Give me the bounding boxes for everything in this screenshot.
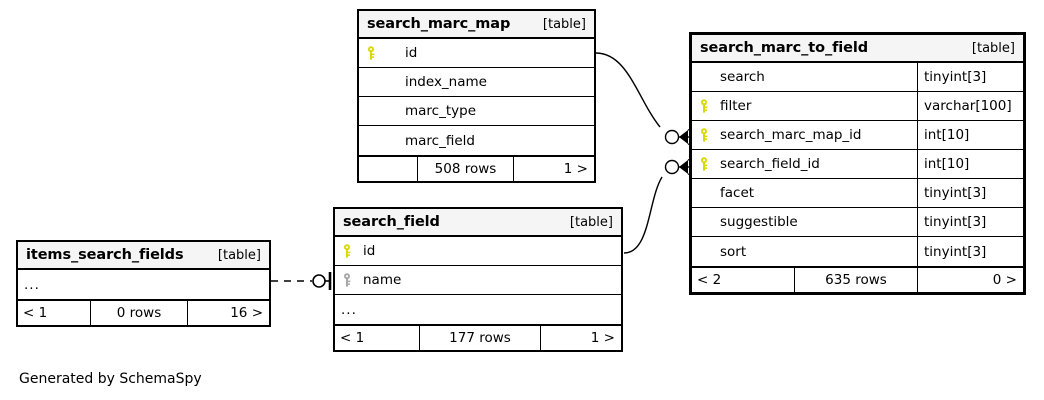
column-type: varchar[100] — [917, 92, 1023, 120]
column-row-marc-type[interactable]: marc_type — [359, 97, 594, 126]
column-type: int[10] — [917, 121, 1023, 149]
primary-key-icon — [692, 157, 718, 171]
table-type-tag: [table] — [569, 214, 613, 230]
column-row-filter[interactable]: filter varchar[100] — [692, 92, 1023, 121]
column-row-more: ... — [335, 295, 621, 324]
table-footer-items-search-fields: < 1 0 rows 16 > — [18, 299, 269, 325]
table-title: search_marc_to_field — [700, 40, 869, 56]
footer-row-count: 0 rows — [90, 301, 188, 325]
footer-parent-count[interactable]: < 1 — [340, 330, 365, 346]
column-name: marc_type — [405, 103, 477, 119]
footer-child-count[interactable]: 16 > — [230, 305, 263, 321]
column-name: id — [405, 45, 418, 61]
column-row-index-name[interactable]: index_name — [359, 68, 594, 97]
table-title: items_search_fields — [26, 247, 184, 263]
edge-search-marc-map-to-search-marc-to-field — [595, 52, 697, 147]
footer-child-count[interactable]: 0 > — [992, 272, 1017, 288]
column-type: int[10] — [917, 150, 1023, 178]
edge-items-search-fields-to-search-field — [271, 272, 332, 290]
primary-key-icon — [692, 128, 718, 142]
table-items-search-fields[interactable]: items_search_fields [table] ... < 1 0 ro… — [16, 240, 271, 327]
table-header-items-search-fields: items_search_fields [table] — [18, 242, 269, 270]
column-name: marc_field — [405, 132, 475, 149]
column-row-facet[interactable]: facet tinyint[3] — [692, 179, 1023, 208]
footer-child-count[interactable]: 1 > — [590, 330, 615, 346]
column-name: search — [720, 69, 765, 85]
table-footer-search-field: < 1 177 rows 1 > — [335, 324, 621, 350]
column-name: sort — [720, 243, 747, 260]
table-footer-search-marc-map: 508 rows 1 > — [359, 155, 594, 181]
table-type-tag: [table] — [542, 16, 586, 32]
table-type-tag: [table] — [217, 247, 261, 263]
column-name: index_name — [405, 74, 487, 90]
footer-child-count[interactable]: 1 > — [563, 161, 588, 177]
table-title: search_marc_map — [367, 16, 511, 32]
more-columns-ellipsis: ... — [24, 276, 40, 293]
column-name: search_marc_map_id — [720, 127, 862, 143]
primary-key-icon — [359, 46, 385, 60]
column-name: filter — [720, 98, 752, 114]
column-type: tinyint[3] — [917, 237, 1023, 266]
edge-search-field-to-search-marc-to-field — [623, 157, 697, 254]
footer-parent-count[interactable]: < 1 — [23, 305, 48, 321]
generator-caption: Generated by SchemaSpy — [19, 371, 202, 387]
footer-row-count: 177 rows — [419, 326, 541, 350]
column-type: tinyint[3] — [917, 63, 1023, 91]
column-row-search-marc-map-id[interactable]: search_marc_map_id int[10] — [692, 121, 1023, 150]
table-header-search-field: search_field [table] — [335, 209, 621, 237]
column-row-id[interactable]: id — [359, 39, 594, 68]
table-search-marc-to-field[interactable]: search_marc_to_field [table] search tiny… — [689, 32, 1026, 295]
column-type: tinyint[3] — [917, 179, 1023, 207]
column-row-sort[interactable]: sort tinyint[3] — [692, 237, 1023, 266]
column-name: search_field_id — [720, 156, 820, 172]
table-header-search-marc-to-field: search_marc_to_field [table] — [692, 35, 1023, 63]
column-type: tinyint[3] — [917, 208, 1023, 236]
footer-parent-count[interactable] — [359, 157, 417, 181]
unique-key-icon — [335, 273, 361, 287]
footer-row-count: 635 rows — [794, 268, 918, 292]
primary-key-icon — [692, 99, 718, 113]
column-name: suggestible — [720, 214, 798, 230]
column-name: facet — [720, 185, 755, 201]
column-row-suggestible[interactable]: suggestible tinyint[3] — [692, 208, 1023, 237]
column-row-marc-field[interactable]: marc_field — [359, 126, 594, 155]
column-name: id — [363, 243, 376, 259]
footer-row-count: 508 rows — [417, 157, 514, 181]
column-row-more: ... — [18, 270, 269, 299]
column-name: name — [363, 272, 402, 288]
more-columns-ellipsis: ... — [341, 301, 357, 318]
footer-parent-count[interactable]: < 2 — [697, 272, 722, 288]
table-search-field[interactable]: search_field [table] id — [333, 207, 623, 352]
table-search-marc-map[interactable]: search_marc_map [table] id index_name ma… — [357, 9, 596, 183]
column-row-search-field-id[interactable]: search_field_id int[10] — [692, 150, 1023, 179]
table-title: search_field — [343, 214, 440, 230]
primary-key-icon — [335, 244, 361, 258]
column-row-search[interactable]: search tinyint[3] — [692, 63, 1023, 92]
table-footer-search-marc-to-field: < 2 635 rows 0 > — [692, 266, 1023, 292]
table-type-tag: [table] — [971, 40, 1015, 56]
table-header-search-marc-map: search_marc_map [table] — [359, 11, 594, 39]
column-row-name[interactable]: name — [335, 266, 621, 295]
column-row-id[interactable]: id — [335, 237, 621, 266]
